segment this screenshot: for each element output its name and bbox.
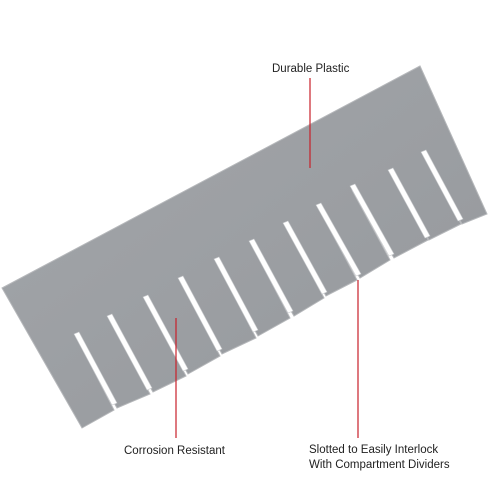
- slot: [177, 275, 223, 352]
- slot-openings: [73, 149, 464, 406]
- callout-durable-plastic: Durable Plastic: [272, 63, 350, 75]
- slot: [213, 256, 259, 333]
- callout-slotted-line1: Slotted to Easily Interlock: [309, 444, 439, 456]
- divider-panel: [1, 65, 488, 429]
- callout-slotted-line2: With Compartment Dividers: [309, 459, 450, 471]
- slot: [387, 167, 431, 239]
- slot: [73, 331, 118, 406]
- leader-lines: [175, 78, 359, 438]
- callout-corrosion-resistant: Corrosion Resistant: [124, 445, 225, 457]
- slot: [142, 294, 189, 372]
- slot: [248, 238, 294, 314]
- slot: [349, 183, 395, 257]
- callout-slotted: Slotted to Easily Interlock With Compart…: [309, 443, 450, 473]
- slot: [282, 220, 328, 295]
- slot: [106, 313, 153, 391]
- slot: [315, 202, 362, 277]
- slot: [420, 149, 464, 222]
